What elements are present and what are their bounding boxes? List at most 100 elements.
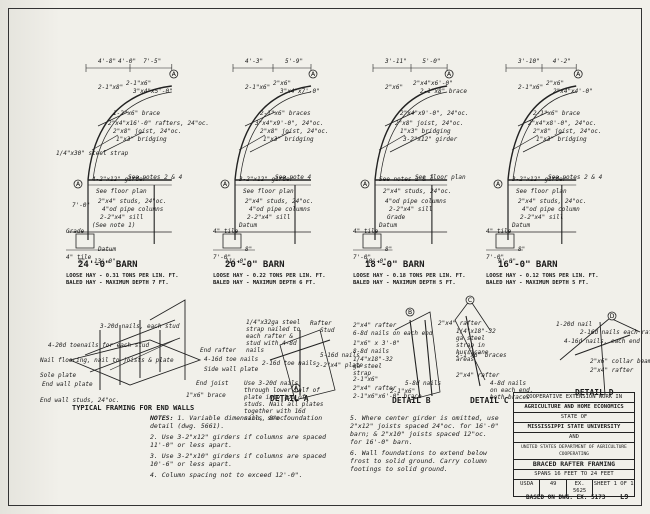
detail-mark-d	[607, 311, 617, 321]
detail-0-label-5: 2-16d toe nails	[262, 360, 317, 367]
brace	[522, 131, 564, 153]
rafter-inner	[239, 91, 312, 181]
eave-mark-letter: A	[496, 181, 501, 188]
barn-16-label-5: 2"x8" joist, 24"oc.	[533, 128, 602, 135]
barn-16-label-3: 2-1"x6" brace	[533, 110, 580, 117]
detail-3-label-3: 2"x6" collar beam	[590, 358, 650, 365]
barn-24-label-11: 4"od pipe columns	[102, 206, 164, 213]
barn-16-label-9: See floor plan	[516, 188, 567, 195]
barn-20-label-14: 4" tile	[213, 228, 239, 235]
barn-20-label-1: 2"x6"	[273, 80, 292, 87]
barn-16-label-1: 2"x6"	[546, 80, 565, 87]
brace	[389, 131, 431, 153]
detail-1-label-1: 6-8d nails on each end	[353, 330, 433, 337]
ridge-mark	[308, 69, 318, 79]
rafter	[374, 85, 448, 181]
detail-0-label-4: 2-2"x4" plate	[316, 362, 363, 369]
barn-24-label-15: Datum	[98, 246, 117, 253]
drawing-border	[8, 8, 642, 506]
barn-20-label-9: See floor plan	[243, 188, 294, 195]
barn-18-label-5: 1"x3" bridging	[400, 128, 451, 135]
detail-3-label-0: 1-20d nail	[556, 321, 593, 328]
detail-1-label-6: 2"x4" rafter	[353, 385, 397, 392]
barn-24-label-18: 7'-0"	[72, 202, 91, 209]
detail-2-label-1: 1/4"x18"-32 ga steel strap in hurricane …	[456, 328, 496, 363]
tb-span: SPANS 16 FEET TO 24 FEET	[514, 470, 634, 480]
barn-18-dim-left: 3'-11"	[385, 58, 407, 65]
detail-3-label-1: 2-16d nails each rafter	[580, 329, 650, 336]
footer-mark: L9	[620, 493, 629, 501]
end-wall-label-6: 4-16d toe nails	[204, 356, 259, 363]
eave-mark	[360, 179, 370, 189]
barn-18-label-12: Grade	[387, 214, 406, 221]
tb-sheet: SHEET 1 OF 1	[593, 481, 634, 487]
detail-mark-c	[465, 295, 475, 305]
brace	[517, 111, 549, 127]
note-1: 1. Variable dimension, see foundation de…	[150, 414, 323, 430]
foundation	[495, 233, 515, 249]
detail-0-label-0: 1/4"x32ga steel strap nailed to each raf…	[246, 319, 301, 354]
tb-line4: MISSISSIPPI STATE UNIVERSITY	[514, 423, 634, 433]
detail-b-outline	[394, 311, 441, 401]
detail-1-label-4: 1/4"x18"-32 ga steel strap	[353, 356, 393, 377]
barn-20-label-13: Datum	[239, 222, 258, 229]
barn-18-label-1: 2"x4"x6'-0"	[413, 80, 453, 87]
end-wall-label-8: End joist	[196, 380, 229, 387]
barn-16-label-11: 4"od pipe column	[522, 206, 580, 213]
tb-drawing-title: BRACED RAFTER FRAMING	[514, 460, 634, 470]
barn-24-label-2: 3"x4"x5'-0"	[133, 88, 173, 95]
detail-1-label-0: 2"x4" rafter	[353, 322, 397, 329]
detail-1-label-2: 1"x6" x 3'-0"	[353, 340, 400, 347]
barn-20-label-17: 11'-0"	[225, 258, 247, 265]
barn-18-label-11: 2-2"x4" sill	[389, 206, 433, 213]
barn-16-dim-left: 3'-10"	[518, 58, 540, 65]
eave-mark-letter: A	[223, 181, 228, 188]
detail-mark-b-letter: B	[408, 309, 412, 316]
barn-24-label-1: 2-1"x6"	[126, 80, 152, 87]
end-wall-label-9: End wall studs, 24"oc.	[40, 397, 120, 404]
detail-a-rafter	[269, 339, 331, 361]
barn-20-label-0: 2-1"x6"	[245, 84, 271, 91]
eave-mark-letter: A	[76, 181, 81, 188]
notes-heading: NOTES:	[150, 414, 174, 422]
title-block: COOPERATIVE EXTENSION WORK IN AGRICULTUR…	[513, 392, 635, 497]
detail-d-collar	[574, 334, 631, 356]
detail-3-label-4: 2"x4" rafter	[590, 367, 634, 374]
end-wall-label-5: End rafter	[200, 347, 237, 354]
detail-0-label-3: 5-16d nails	[320, 352, 360, 359]
barn-18-label-2: 2-1"x8" brace	[420, 88, 467, 95]
detail-1-label-9: 2-1"x6"x6'-0" brace	[353, 393, 422, 400]
barn-18-label-4: 2"x8" joist, 24"oc.	[395, 120, 464, 127]
notes-left: NOTES: 1. Variable dimension, see founda…	[150, 414, 340, 482]
brace	[511, 134, 539, 151]
barn-18-label-9: 2"x4" studs, 24"oc.	[383, 188, 452, 195]
barn-24-label-21: 13'-0"	[94, 258, 116, 265]
end-wall-title: TYPICAL FRAMING FOR END WALLS	[72, 404, 195, 412]
ridge-mark-letter: A	[311, 71, 316, 78]
barn-16-baled: BALED HAY - MAXIMUM DEPTH 5 FT.	[486, 280, 589, 286]
detail-3-label-2: 4-16d nails, each end	[564, 338, 640, 345]
barn-24-label-8: See notes 2 & 4	[128, 174, 183, 181]
tb-number-row: USDA 49 EX. 5625 SHEET 1 OF 1	[514, 480, 634, 496]
detail-2-label-3: 2"x4" rafter	[456, 372, 500, 379]
barn-24-label-7: 4-2"x12" girder	[92, 176, 147, 183]
barn-24-label-13: (See note 1)	[92, 222, 136, 229]
barn-20-dim-left: 4'-3"	[245, 58, 264, 65]
barn-20-label-2: 3"x4"x7'-0"	[280, 88, 320, 95]
foundation	[222, 233, 242, 249]
barn-18-dim-right: 5'-0"	[422, 58, 441, 65]
brace	[378, 134, 406, 151]
tb-line2: AGRICULTURE AND HOME ECONOMICS	[514, 403, 634, 413]
note-6: 6. Wall foundations to extend below fros…	[350, 449, 487, 473]
barn-20-label-10: 2"x4" studs, 24"oc.	[245, 198, 314, 205]
tb-line6: UNITED STATES DEPARTMENT OF AGRICULTURE …	[514, 443, 634, 460]
barn-24-label-6: 1"x3" bridging	[116, 136, 167, 143]
rafter-inner	[379, 91, 448, 181]
barn-18-baled: BALED HAY - MAXIMUM DEPTH 5 FT.	[353, 280, 456, 286]
ridge-mark-letter: A	[447, 71, 452, 78]
rafter	[507, 85, 577, 181]
detail-2-label-4: 4-8d nails on each end, both braces	[490, 380, 534, 401]
ridge-mark	[444, 69, 454, 79]
ridge-mark-letter: A	[576, 71, 581, 78]
